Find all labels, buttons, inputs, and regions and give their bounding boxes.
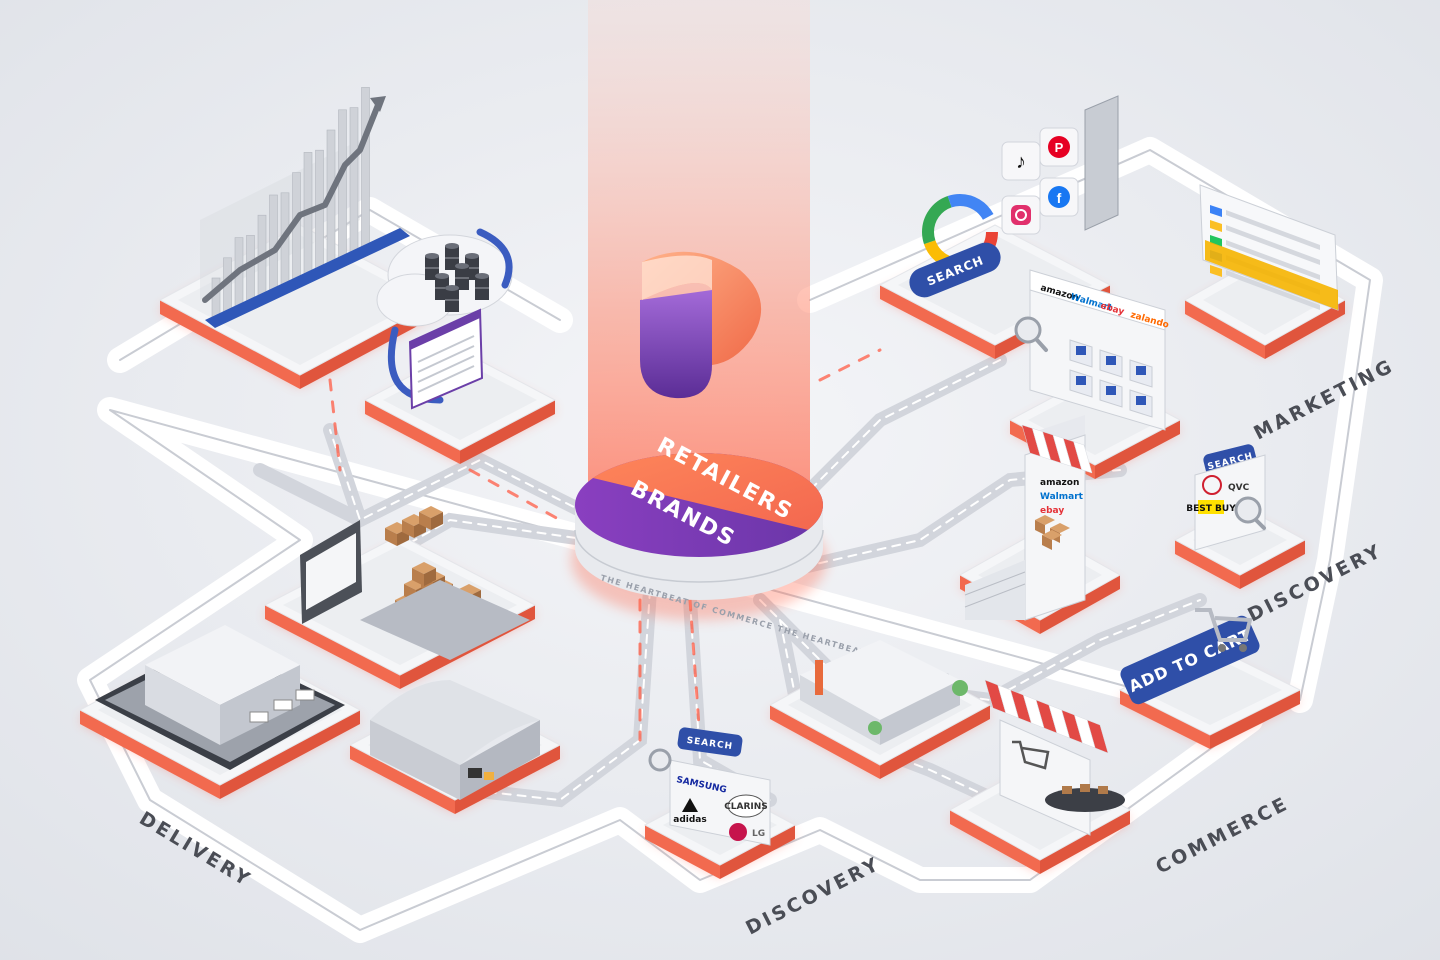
forklift-icon — [468, 768, 494, 780]
ad-dashboard-module — [1199, 184, 1339, 311]
shopping-cart-icon — [1012, 740, 1050, 770]
tree-icon — [868, 680, 968, 735]
discovery-bottom-module: SEARCH SAMSUNG adidas CLARINS LG — [648, 727, 771, 846]
kiosk-logo-1: Walmart — [1040, 492, 1084, 502]
dashboard-screen-icon — [408, 308, 484, 410]
magnifier-icon — [648, 748, 672, 772]
svg-text:LG: LG — [752, 829, 765, 839]
pinterest-icon: P — [1039, 127, 1079, 167]
hangar-module — [370, 680, 540, 800]
search-engine-module: SEARCH ♪ P f — [905, 95, 1119, 302]
distribution-center-module — [95, 625, 345, 770]
facebook-icon: f — [1039, 177, 1079, 217]
awning-icon — [1021, 424, 1093, 474]
svg-text:CLARINS: CLARINS — [724, 802, 768, 812]
best-buy-logo: BEST BUY — [1186, 500, 1236, 514]
magnifier-icon — [1234, 496, 1266, 530]
search-sign-discovery-bottom[interactable]: SEARCH — [677, 727, 743, 758]
svg-text:QVC: QVC — [1228, 483, 1250, 493]
svg-text:♪: ♪ — [1016, 151, 1026, 173]
database-icon — [425, 243, 489, 312]
cloud-database-module — [376, 228, 513, 410]
shop-front-module — [984, 679, 1125, 836]
tiktok-icon: ♪ — [1001, 141, 1041, 181]
platform-analytics — [158, 224, 442, 389]
truck-icon — [249, 689, 315, 723]
magnifier-icon — [1014, 316, 1048, 352]
warehouse-packing-module — [300, 506, 530, 660]
analytics-chart-module — [200, 87, 410, 328]
social-tiles: ♪ P f — [1001, 95, 1119, 235]
lg-logo: LG — [729, 823, 765, 841]
svg-text:f: f — [1057, 190, 1062, 206]
adidas-logo: adidas — [673, 798, 707, 825]
stairs-icon — [964, 560, 1026, 620]
discovery-right-module: SEARCH QVC BEST BUY — [1186, 444, 1266, 551]
conveyor-icon — [1045, 784, 1125, 812]
brand-logo-icon — [640, 251, 762, 399]
svg-text:adidas: adidas — [673, 815, 706, 825]
instagram-icon — [1001, 195, 1041, 235]
kiosk-logo-0: amazon — [1040, 478, 1079, 488]
awning-icon — [984, 679, 1109, 754]
qvc-logo: QVC — [1202, 475, 1250, 495]
bar-chart-icon — [200, 87, 410, 328]
svg-text:P: P — [1055, 140, 1064, 155]
store-building-module — [800, 640, 968, 745]
svg-text:BEST BUY: BEST BUY — [1186, 504, 1236, 514]
shopping-cart-icon — [1195, 608, 1253, 652]
search-sign-marketing[interactable]: SEARCH — [905, 238, 1005, 302]
kiosk-logo-2: ebay — [1040, 506, 1064, 516]
clarins-logo: CLARINS — [724, 794, 768, 818]
